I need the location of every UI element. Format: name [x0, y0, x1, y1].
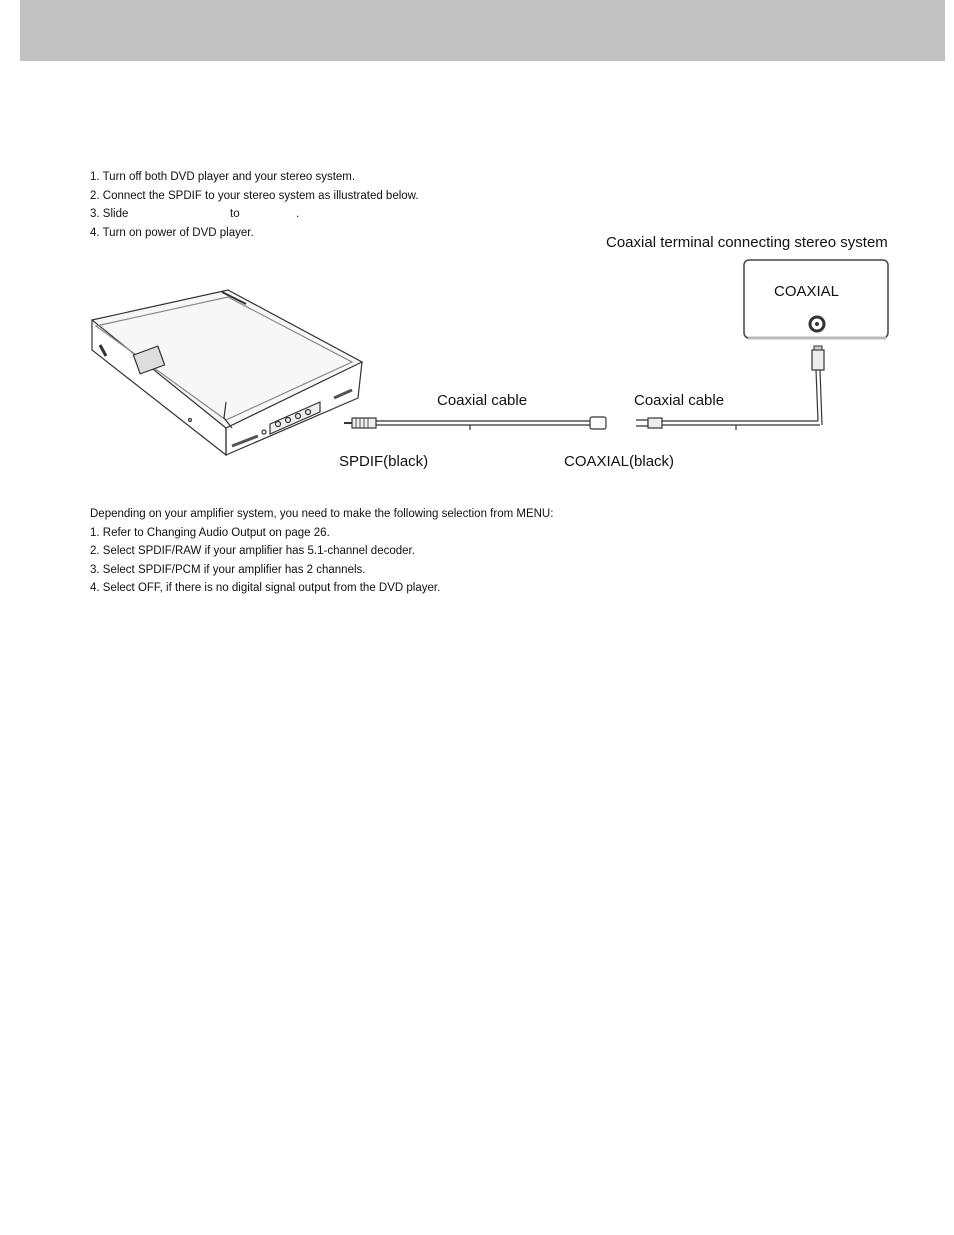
coaxial-cable-left [344, 416, 607, 430]
connection-steps: 1. Turn off both DVD player and your ste… [90, 168, 419, 243]
step-3-part-c: . [296, 208, 300, 221]
stereo-terminal-box [743, 259, 889, 340]
menu-selection-notes: Depending on your amplifier system, you … [90, 505, 553, 598]
notes-list: 1. Refer to Changing Audio Output on pag… [90, 524, 553, 598]
note-item-2: 2. Select SPDIF/RAW if your amplifier ha… [90, 545, 415, 558]
plug-label-spdif: SPDIF(black) [339, 453, 429, 470]
cable-label-left: Coaxial cable [437, 392, 528, 409]
step-3-part-b: to [230, 208, 240, 221]
dvd-player-illustration [90, 289, 364, 457]
stereo-coaxial-label: COAXIAL [774, 283, 840, 300]
note-item-1: 1. Refer to Changing Audio Output on pag… [90, 526, 330, 539]
step-1: 1. Turn off both DVD player and your ste… [90, 171, 356, 183]
step-3: 3. Slide to. [90, 205, 419, 224]
header-bar [20, 0, 945, 61]
step-4: 4. Turn on power of DVD player. [90, 227, 254, 240]
notes-intro: Depending on your amplifier system, you … [90, 508, 554, 520]
stereo-caption: Coaxial terminal connecting stereo syste… [606, 234, 888, 251]
coaxial-cable-right [636, 345, 825, 430]
note-item-3: 3. Select SPDIF/PCM if your amplifier ha… [90, 563, 366, 576]
cable-label-right: Coaxial cable [634, 392, 725, 409]
connection-diagram [90, 259, 889, 457]
note-item-4: 4. Select OFF, if there is no digital si… [90, 582, 441, 595]
plug-label-coaxial: COAXIAL(black) [564, 453, 675, 470]
step-2: 2. Connect the SPDIF to your stereo syst… [90, 189, 419, 202]
step-3-part-a: 3. Slide [90, 208, 129, 221]
